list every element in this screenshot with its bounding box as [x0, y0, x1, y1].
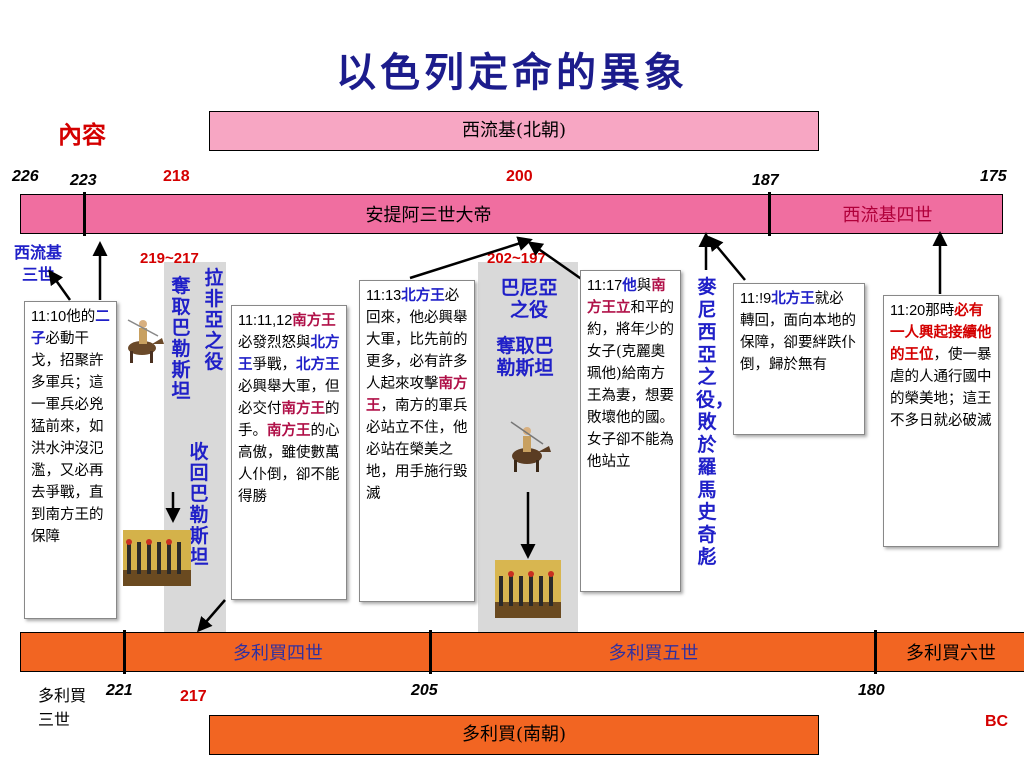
north-kingdom-label: 西流基(北朝) — [461, 120, 567, 141]
army-image-2 — [495, 560, 561, 618]
south-divider-221 — [123, 630, 126, 674]
year-187: 187 — [752, 172, 779, 189]
north-timeline-bar: 安提阿三世大帝 西流基四世 — [20, 194, 1003, 234]
north-kingdom-box: 西流基(北朝) — [209, 111, 819, 151]
capture-palestine-label-1: 奪取巴勒斯坦 — [171, 275, 191, 402]
page-title: 以色列定命的異象 — [336, 49, 688, 96]
capture-palestine-label-2: 奪取巴勒斯坦 — [496, 335, 554, 379]
panium-label: 巴尼亞 之役 — [500, 277, 558, 321]
north-divider-223 — [83, 192, 86, 236]
horseman-image-2 — [510, 421, 551, 472]
antiochus-label: 安提阿三世大帝 — [365, 205, 492, 226]
note-11-17: 11:17他與南方王立和平的約，將年少的女子(克麗奧珮他)給南方王為妻，想要敗壞… — [580, 270, 681, 592]
year-200: 200 — [506, 168, 533, 185]
year-175: 175 — [980, 168, 1007, 185]
ptolemy6-segment: 多利買六世 — [876, 633, 1024, 671]
note-11-11-12: 11:11,12南方王必發烈怒與北方王爭戰，北方王必興舉大軍，但必交付南方王的手… — [231, 305, 347, 600]
year-180: 180 — [858, 682, 885, 699]
south-kingdom-label: 多利買(南朝) — [461, 724, 567, 745]
seleucus4-segment: 西流基四世 — [771, 195, 1004, 233]
arrow-recover — [197, 599, 226, 633]
south-divider-205 — [429, 630, 432, 674]
bc-label: BC — [985, 713, 1009, 730]
year-223: 223 — [70, 172, 97, 189]
year-226: 226 — [12, 168, 39, 185]
year-218: 218 — [163, 168, 190, 185]
note-11-10: 11:10他的二子必動干戈，招聚許多軍兵；這一軍兵必兇猛前來，如洪水沖沒氾濫，又… — [24, 301, 117, 619]
year-205: 205 — [411, 682, 438, 699]
ptolemy4-segment: 多利買四世 — [125, 633, 431, 671]
south-divider-180 — [874, 630, 877, 674]
note-11-13: 11:13北方王必回來，他必興舉大軍，比先前的更多，必有許多人起來攻擊南方王，南… — [359, 280, 475, 602]
army-image-1 — [123, 530, 191, 586]
arrow-1113 — [409, 236, 533, 280]
south-timeline-bar: 多利買四世 多利買五世 多利買六世 — [20, 632, 1024, 672]
seleucus4-label: 西流基四世 — [842, 205, 933, 226]
seleucus3-label: 西流基 三世 — [14, 243, 63, 284]
ptolemy3-label: 多利買 三世 — [38, 686, 87, 729]
arrow-1119 — [708, 235, 746, 281]
magnesia-label: 麥尼西亞之役，敗於羅馬史奇彪 — [696, 276, 735, 568]
year-217: 217 — [180, 688, 207, 705]
raphia-label: 拉非亞之役 — [204, 267, 224, 373]
antiochus-segment: 安提阿三世大帝 — [86, 195, 771, 233]
note-11-20: 11:20那時必有一人興起接續他的王位，使一暴虐的人通行國中的榮美地；這王不多日… — [883, 295, 999, 547]
recover-palestine-label: 收回巴勒斯坦 — [189, 441, 209, 568]
horseman-image-1 — [127, 319, 164, 363]
ptolemy5-segment: 多利買五世 — [431, 633, 876, 671]
arrow-1110-left — [48, 269, 72, 301]
north-divider-187 — [768, 192, 771, 236]
content-label: 內容 — [58, 120, 106, 149]
note-11-19: 11:!9北方王就必轉回，面向本地的保障，卻要絆跌仆倒，歸於無有 — [733, 283, 865, 435]
ptolemy5-label: 多利買五世 — [608, 643, 699, 664]
ptolemy6-label: 多利買六世 — [906, 643, 996, 664]
year-221: 221 — [106, 682, 133, 699]
range-219-217: 219~217 — [140, 250, 199, 267]
south-kingdom-box: 多利買(南朝) — [209, 715, 819, 755]
ptolemy4-label: 多利買四世 — [233, 643, 323, 664]
